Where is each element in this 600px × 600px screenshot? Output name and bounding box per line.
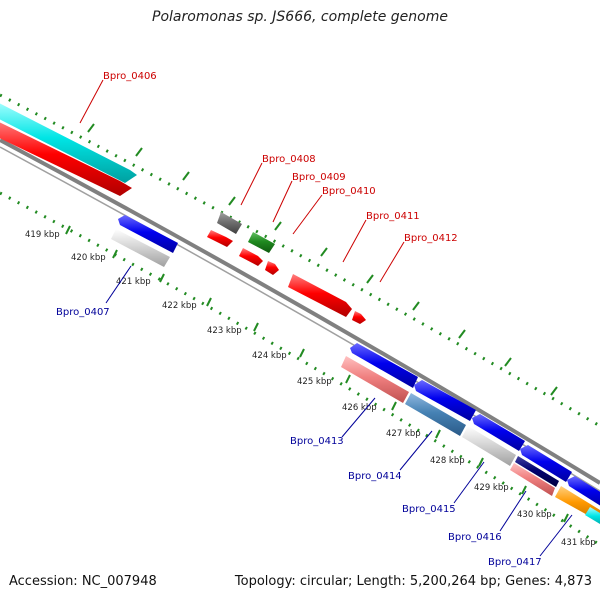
scale-label: 421 kbp (116, 277, 151, 287)
gene-label-bpro0415[interactable]: Bpro_0415 (402, 504, 456, 515)
gene-feature-bpro0406-cyan[interactable] (0, 101, 137, 183)
gene-feature-red-small-1[interactable] (207, 230, 233, 247)
gene-feature-bpro0415-silver[interactable] (462, 426, 516, 466)
gene-label-bpro0412[interactable]: Bpro_0412 (404, 233, 458, 244)
gene-feature-bpro0414-steel[interactable] (405, 393, 466, 436)
gene-feature-blue-1[interactable] (118, 215, 178, 253)
gene-feature-red-tip[interactable] (352, 311, 366, 324)
scale-labels: 419 kbp 420 kbp 421 kbp 422 kbp 423 kbp … (25, 230, 596, 548)
scale-label: 427 kbp (386, 429, 421, 439)
scale-label: 428 kbp (430, 456, 465, 466)
gene-feature-red-small-3[interactable] (265, 261, 279, 275)
minus-strand-labels: Bpro_0407 Bpro_0413 Bpro_0414 Bpro_0415 … (56, 265, 573, 568)
gene-feature-blue-4[interactable] (472, 414, 525, 451)
scale-label: 431 kbp (561, 538, 596, 548)
plus-strand-labels: Bpro_0406 Bpro_0408 Bpro_0409 Bpro_0410 … (79, 71, 458, 283)
minus-strand-genes (111, 215, 600, 527)
gene-feature-blue-3[interactable] (414, 380, 476, 421)
gene-label-bpro0416[interactable]: Bpro_0416 (448, 532, 502, 543)
scale-label: 426 kbp (342, 403, 377, 413)
gene-label-bpro0409[interactable]: Bpro_0409 (292, 172, 346, 183)
gene-feature-bpro0413-pink[interactable] (341, 356, 409, 403)
gene-label-bpro0407[interactable]: Bpro_0407 (56, 307, 110, 318)
gene-label-bpro0406[interactable]: Bpro_0406 (103, 71, 157, 82)
gene-feature-red-long[interactable] (288, 274, 352, 317)
gene-label-bpro0410[interactable]: Bpro_0410 (322, 186, 376, 197)
gene-label-bpro0408[interactable]: Bpro_0408 (262, 154, 316, 165)
scale-label: 430 kbp (517, 510, 552, 520)
inner-tick-ring (0, 191, 600, 547)
gene-feature-green[interactable] (248, 232, 275, 253)
scale-label: 420 kbp (71, 253, 106, 263)
plus-strand-genes (0, 101, 366, 324)
scale-label: 422 kbp (162, 301, 197, 311)
gene-feature-cyan-edge[interactable] (585, 507, 600, 527)
map-title: Polaromonas sp. JS666, complete genome (152, 9, 448, 25)
gene-feature-blue-2[interactable] (350, 343, 418, 388)
genome-stats: Topology: circular; Length: 5,200,264 bp… (234, 574, 592, 589)
gene-feature-red-small-2[interactable] (239, 248, 263, 266)
gene-feature-bpro0416-navy[interactable] (515, 456, 559, 487)
gene-label-bpro0413[interactable]: Bpro_0413 (290, 436, 344, 447)
outer-tick-ring (0, 93, 600, 428)
gene-feature-dark-gray[interactable] (217, 212, 242, 234)
scale-label: 423 kbp (207, 326, 242, 336)
gene-feature-bpro0416-pink[interactable] (510, 463, 555, 496)
scale-label: 429 kbp (474, 483, 509, 493)
gene-feature-blue-6[interactable] (567, 476, 600, 508)
gene-label-bpro0417[interactable]: Bpro_0417 (488, 557, 542, 568)
gene-feature-bpro0406-red[interactable] (0, 120, 132, 196)
scale-label: 425 kbp (297, 377, 332, 387)
gene-label-bpro0411[interactable]: Bpro_0411 (366, 211, 420, 222)
accession-info: Accession: NC_007948 (9, 574, 157, 589)
scale-label: 419 kbp (25, 230, 60, 240)
gene-feature-bpro0407-silver[interactable] (111, 229, 170, 267)
gene-feature-blue-5[interactable] (520, 445, 572, 482)
scale-label: 424 kbp (252, 351, 287, 361)
gene-label-bpro0414[interactable]: Bpro_0414 (348, 471, 402, 482)
